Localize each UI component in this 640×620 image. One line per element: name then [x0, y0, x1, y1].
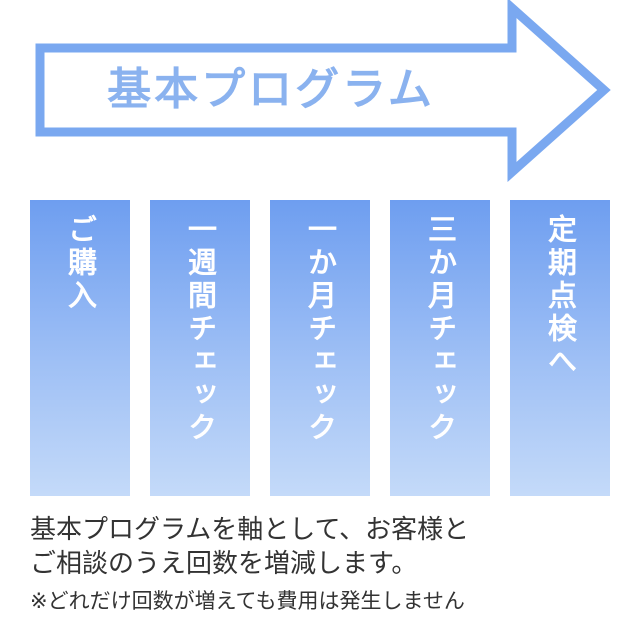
step-column-one-month-check: 一か月チェック — [270, 200, 370, 496]
step-label: 一週間チェック — [183, 214, 218, 445]
step-column-three-month-check: 三か月チェック — [390, 200, 490, 496]
arrow-shape — [35, 0, 611, 183]
step-column-one-week-check: 一週間チェック — [150, 200, 250, 496]
step-label: 三か月チェック — [423, 214, 458, 445]
banner-title: 基本プログラム — [107, 64, 435, 115]
arrow-banner — [35, 0, 611, 183]
cost-note: ※どれだけ回数が増えても費用は発生しません — [30, 589, 465, 613]
step-label: 一か月チェック — [303, 214, 338, 445]
description-line-2: ご相談のうえ回数を増減します。 — [30, 549, 418, 579]
step-column-purchase: ご購入 — [30, 200, 130, 496]
description-line-1: 基本プログラムを軸として、お客様と — [30, 515, 470, 545]
step-label: 定期点検へ — [543, 214, 578, 379]
step-column-periodic-inspection: 定期点検へ — [510, 200, 610, 496]
step-label: ご購入 — [63, 214, 98, 313]
